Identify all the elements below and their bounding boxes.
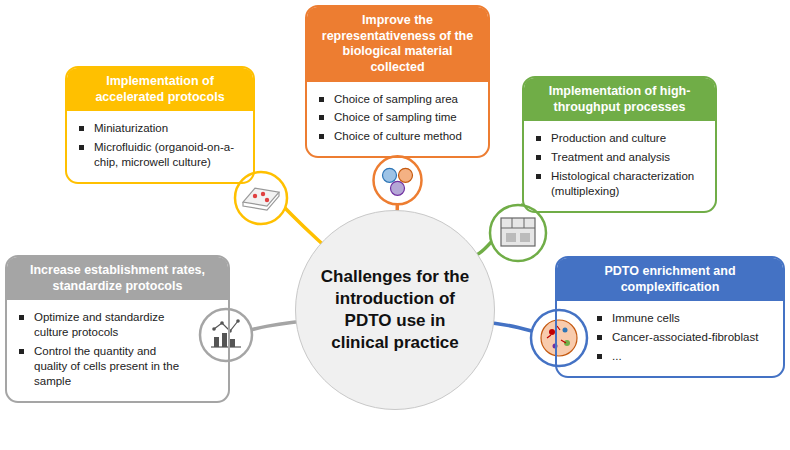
challenge-box: Increase establishment rates, standardiz… bbox=[5, 255, 230, 403]
organoid-icon bbox=[374, 156, 422, 204]
bullet-marker bbox=[597, 354, 602, 359]
bullet-item: Choice of culture method bbox=[319, 129, 478, 144]
box-body: Production and cultureTreatment and anal… bbox=[524, 121, 715, 211]
bullet-text: Immune cells bbox=[612, 311, 680, 326]
box-heading: Improve the representativeness of the bi… bbox=[307, 7, 488, 82]
bullet-text: Choice of sampling area bbox=[334, 92, 458, 107]
center-title: Challenges for the introduction of PDTO … bbox=[296, 266, 494, 354]
challenge-box: Improve the representativeness of the bi… bbox=[305, 5, 490, 158]
bullet-marker bbox=[19, 315, 24, 320]
bullet-item: Microfluidic (organoid-on-a-chip, microw… bbox=[79, 140, 243, 170]
bullet-marker bbox=[597, 335, 602, 340]
challenge-box: Implementation of high-throughput proces… bbox=[522, 76, 717, 213]
box-heading: Increase establishment rates, standardiz… bbox=[7, 257, 228, 300]
bullet-item: Immune cells bbox=[597, 311, 773, 326]
bullet-item: Cancer-associated-fibroblast bbox=[597, 330, 773, 345]
challenge-box: PDTO enrichment and complexificationImmu… bbox=[555, 256, 785, 378]
bullet-item: Histological characterization (multiplex… bbox=[536, 169, 705, 199]
bullet-marker bbox=[536, 136, 541, 141]
box-heading: PDTO enrichment and complexification bbox=[557, 258, 783, 301]
bullet-marker bbox=[319, 97, 324, 102]
bullet-text: Histological characterization (multiplex… bbox=[551, 169, 705, 199]
bullet-text: ... bbox=[612, 349, 622, 364]
bullet-item: Choice of sampling time bbox=[319, 110, 478, 125]
bullet-text: Production and culture bbox=[551, 131, 666, 146]
box-body: Optimize and standardize culture protoco… bbox=[7, 300, 228, 401]
bullet-text: Control the quantity and quality of cell… bbox=[34, 344, 192, 389]
box-heading: Implementation of accelerated protocols bbox=[67, 68, 253, 111]
bullet-marker bbox=[79, 126, 84, 131]
center-circle: Challenges for the introduction of PDTO … bbox=[295, 210, 495, 410]
chart-icon bbox=[200, 309, 252, 361]
bullet-text: Choice of sampling time bbox=[334, 110, 457, 125]
box-body: Choice of sampling areaChoice of samplin… bbox=[307, 82, 488, 157]
bullet-marker bbox=[597, 316, 602, 321]
bullet-text: Microfluidic (organoid-on-a-chip, microw… bbox=[94, 140, 243, 170]
chip-icon bbox=[235, 172, 287, 224]
bullet-marker bbox=[319, 134, 324, 139]
box-body: MiniaturizationMicrofluidic (organoid-on… bbox=[67, 111, 253, 182]
bullet-text: Optimize and standardize culture protoco… bbox=[34, 310, 192, 340]
bullet-item: Miniaturization bbox=[79, 121, 243, 136]
bullet-item: Control the quantity and quality of cell… bbox=[19, 344, 192, 389]
bullet-text: Treatment and analysis bbox=[551, 150, 670, 165]
bullet-text: Choice of culture method bbox=[334, 129, 462, 144]
bullet-marker bbox=[536, 155, 541, 160]
tumor-cell-icon bbox=[531, 310, 587, 366]
bullet-marker bbox=[319, 115, 324, 120]
bullet-item: ... bbox=[597, 349, 773, 364]
bullet-marker bbox=[536, 174, 541, 179]
challenge-box: Implementation of accelerated protocolsM… bbox=[65, 66, 255, 184]
bullet-text: Miniaturization bbox=[94, 121, 168, 136]
bullet-marker bbox=[19, 349, 24, 354]
bullet-text: Cancer-associated-fibroblast bbox=[612, 330, 758, 345]
bullet-item: Optimize and standardize culture protoco… bbox=[19, 310, 192, 340]
bullet-item: Treatment and analysis bbox=[536, 150, 705, 165]
box-heading: Implementation of high-throughput proces… bbox=[524, 78, 715, 121]
bullet-item: Choice of sampling area bbox=[319, 92, 478, 107]
robot-icon bbox=[490, 205, 546, 261]
box-body: Immune cellsCancer-associated-fibroblast… bbox=[557, 301, 783, 376]
bullet-item: Production and culture bbox=[536, 131, 705, 146]
bullet-marker bbox=[79, 145, 84, 150]
